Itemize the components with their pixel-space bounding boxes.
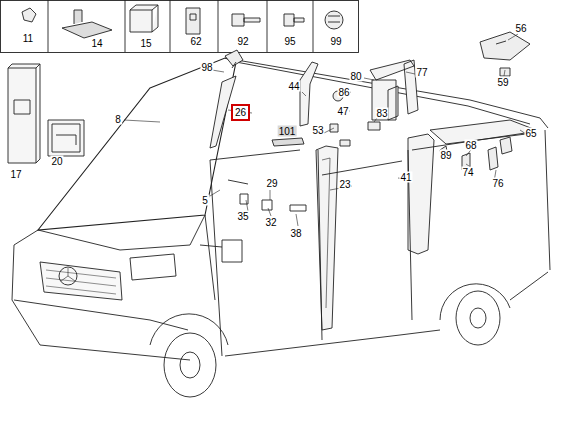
callout-number: 15 <box>139 38 152 49</box>
highlight-box: 26 <box>231 104 250 121</box>
callout-number: 23 <box>338 179 351 190</box>
callout-number: 59 <box>496 77 509 88</box>
callout-number: 80 <box>349 71 362 82</box>
callout-number: 83 <box>375 108 388 119</box>
callout-number: 68 <box>464 140 477 151</box>
callout-number: 89 <box>439 150 452 161</box>
callout-number: 26 <box>233 106 248 119</box>
callout-number: 20 <box>50 156 63 167</box>
callout-number: 53 <box>311 125 324 136</box>
callout-number: 44 <box>287 81 300 92</box>
callout-number: 99 <box>329 36 342 47</box>
callout-number: 74 <box>461 167 474 178</box>
callout-number: 29 <box>265 178 278 189</box>
callout-number: 98 <box>200 62 213 73</box>
callout-number: 5 <box>201 195 209 206</box>
callout-number: 76 <box>491 178 504 189</box>
callout-number: 14 <box>90 38 103 49</box>
callout-number: 32 <box>264 217 277 228</box>
callout-number: 11 <box>22 33 34 44</box>
callout-number: 65 <box>524 128 537 139</box>
callout-number: 17 <box>9 169 22 180</box>
callout-number: 62 <box>189 36 202 47</box>
callout-number: 8 <box>114 114 122 125</box>
callout-number: 38 <box>289 228 302 239</box>
callout-number: 47 <box>336 106 349 117</box>
callout-number: 92 <box>236 36 249 47</box>
callout-number: 56 <box>514 23 527 34</box>
callout-number: 95 <box>283 36 296 47</box>
callout-number: 101 <box>278 126 297 137</box>
callout-number: 41 <box>399 172 412 183</box>
callout-number: 77 <box>415 67 428 78</box>
callout-number: 35 <box>236 211 249 222</box>
callout-number: 86 <box>337 87 350 98</box>
